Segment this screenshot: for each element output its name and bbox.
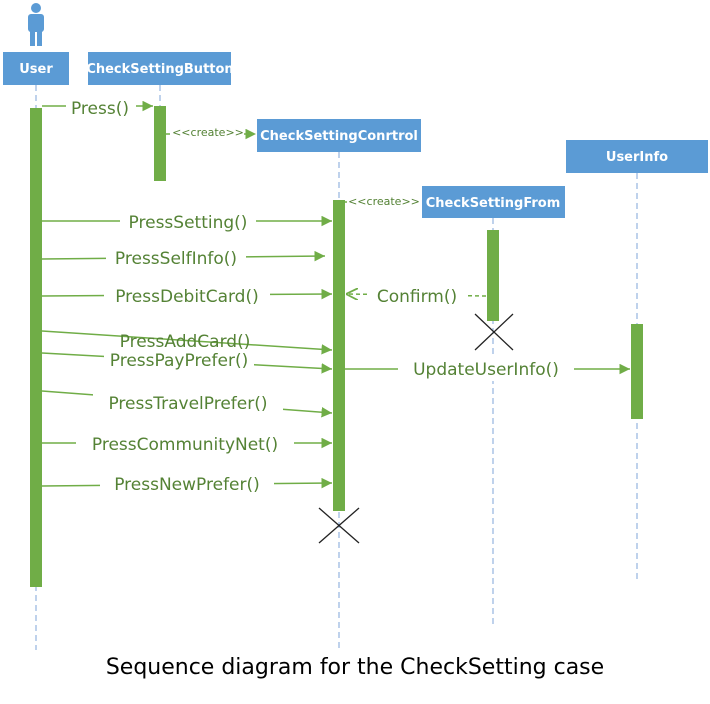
control-activation	[333, 200, 345, 511]
message-create-from-label: <<create>>	[348, 195, 420, 208]
control-destroy-mark	[318, 507, 360, 544]
button-lifeline-box: CheckSettingButton	[86, 52, 234, 85]
message-press-self-info-label: PressSelfInfo()	[115, 249, 237, 269]
message-press-debit-card-label: PressDebitCard()	[115, 287, 259, 307]
message-update-user-info-label: UpdateUserInfo()	[413, 360, 559, 380]
message-create-from: <<create>>	[345, 193, 421, 208]
from-label: CheckSettingFrom	[426, 196, 561, 211]
message-press-pay-prefer: PressPayPrefer()	[41, 351, 333, 374]
message-create-control: <<create>>	[166, 125, 256, 140]
userinfo-lifeline-box: UserInfo	[566, 140, 708, 173]
message-press-debit-card: PressDebitCard()	[41, 284, 333, 308]
message-press-self-info: PressSelfInfo()	[41, 246, 326, 270]
user-lifeline-box: User	[3, 52, 69, 85]
message-confirm-label: Confirm()	[377, 287, 457, 307]
user-activation	[30, 108, 42, 587]
message-press-add-card: PressAddCard()	[41, 330, 333, 355]
message-confirm: Confirm()	[346, 284, 487, 308]
message-update-user-info: UpdateUserInfo()	[345, 357, 630, 381]
from-lifeline-box: CheckSettingFrom	[422, 186, 565, 218]
from-destroy-mark	[474, 313, 514, 351]
sequence-diagram: User CheckSettingButton CheckSettingConr…	[3, 3, 708, 650]
message-press-new-prefer: PressNewPrefer()	[41, 472, 333, 496]
message-create-control-label: <<create>>	[172, 126, 244, 139]
button-label: CheckSettingButton	[86, 62, 233, 77]
message-press-pay-prefer-label: PressPayPrefer()	[110, 351, 248, 371]
userinfo-label: UserInfo	[606, 150, 668, 165]
button-activation	[154, 106, 166, 181]
message-press-add-card-label: PressAddCard()	[120, 332, 251, 352]
message-press-setting: PressSetting()	[42, 210, 332, 234]
message-press-community-net-label: PressCommunityNet()	[92, 435, 278, 455]
message-press-travel-prefer-label: PressTravelPrefer()	[108, 394, 267, 414]
message-press-setting-label: PressSetting()	[129, 213, 248, 233]
message-press-new-prefer-label: PressNewPrefer()	[114, 475, 260, 495]
userinfo-activation	[631, 324, 643, 419]
message-press: Press()	[42, 96, 153, 119]
control-lifeline-box: CheckSettingConrtrol	[257, 119, 421, 152]
message-press-travel-prefer: PressTravelPrefer()	[41, 390, 333, 418]
from-activation	[487, 230, 499, 321]
control-label: CheckSettingConrtrol	[260, 129, 418, 144]
message-press-label: Press()	[71, 99, 129, 119]
user-label: User	[19, 62, 53, 77]
message-press-community-net: PressCommunityNet()	[42, 432, 332, 456]
diagram-caption: Sequence diagram for the CheckSetting ca…	[105, 655, 605, 680]
user-actor-icon	[28, 3, 44, 46]
